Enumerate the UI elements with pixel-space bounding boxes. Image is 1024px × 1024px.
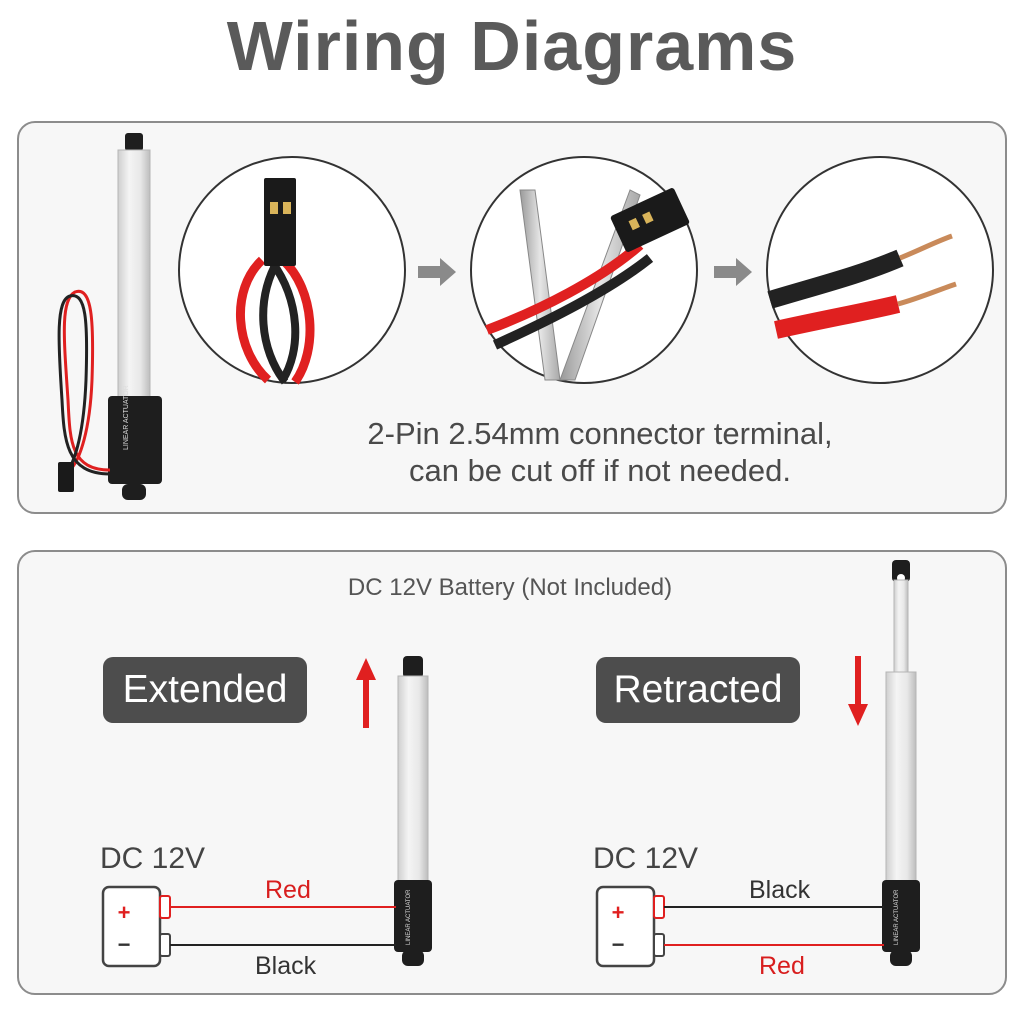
retracted-actuator: LINEAR ACTUATOR bbox=[882, 560, 920, 966]
arrow-up-icon bbox=[356, 658, 376, 728]
cutting-closeup-circle bbox=[470, 156, 698, 384]
svg-text:LINEAR ACTUATOR: LINEAR ACTUATOR bbox=[123, 385, 130, 450]
extended-actuator: LINEAR ACTUATOR bbox=[394, 656, 432, 966]
battery-plus-icon: + bbox=[118, 900, 131, 925]
arrow-right-icon bbox=[418, 258, 456, 286]
retracted-top-wire-label: Black bbox=[749, 876, 811, 904]
svg-text:LINEAR ACTUATOR: LINEAR ACTUATOR bbox=[894, 889, 900, 945]
extended-bottom-wire-label: Black bbox=[255, 952, 317, 980]
caption-line-2: can be cut off if not needed. bbox=[408, 453, 792, 488]
battery-note: DC 12V Battery (Not Included) bbox=[347, 574, 673, 601]
connector-caption: 2-Pin 2.54mm connector terminal, can be … bbox=[280, 415, 920, 489]
connector-closeup-circle bbox=[178, 156, 406, 385]
svg-text:LINEAR ACTUATOR: LINEAR ACTUATOR bbox=[406, 889, 412, 945]
actuator-with-cable: LINEAR ACTUATOR bbox=[57, 133, 162, 500]
extended-badge: Extended bbox=[103, 657, 307, 723]
wiring-panel bbox=[17, 550, 1007, 995]
retracted-bottom-wire-label: Red bbox=[759, 952, 805, 980]
extended-supply-label: DC 12V bbox=[100, 842, 206, 875]
page-title: Wiring Diagrams bbox=[226, 7, 798, 85]
retracted-supply-label: DC 12V bbox=[593, 842, 699, 875]
extended-top-wire-label: Red bbox=[265, 876, 311, 904]
retracted-battery: + − bbox=[595, 885, 665, 968]
arrow-down-icon bbox=[848, 656, 868, 726]
arrow-right-icon bbox=[714, 258, 752, 286]
caption-line-1: 2-Pin 2.54mm connector terminal, bbox=[367, 416, 833, 451]
battery-minus-icon: − bbox=[612, 932, 625, 957]
battery-minus-icon: − bbox=[118, 932, 131, 957]
extended-battery: + − bbox=[101, 885, 171, 968]
stripped-wires-circle bbox=[766, 156, 994, 384]
battery-plus-icon: + bbox=[612, 900, 625, 925]
retracted-badge: Retracted bbox=[596, 657, 800, 723]
